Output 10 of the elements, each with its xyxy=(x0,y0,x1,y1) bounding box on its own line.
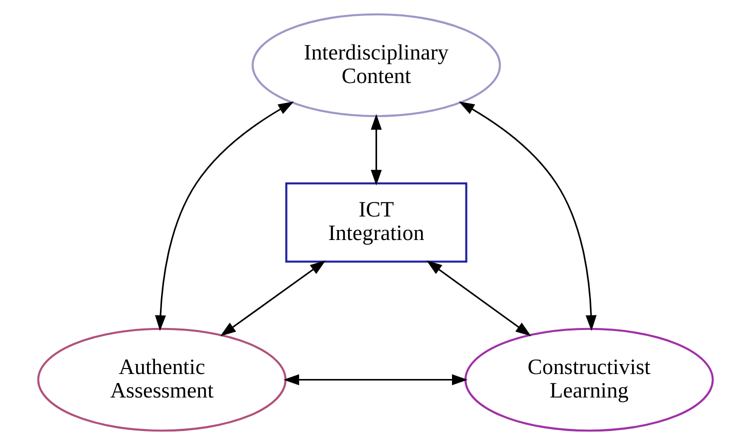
node-ellipse: Constructivist Learning xyxy=(464,328,714,432)
node-box: ICT Integration xyxy=(284,182,467,263)
node-ellipse: Authentic Assessment xyxy=(36,328,286,432)
node-ellipse: Interdisciplinary Content xyxy=(251,13,500,118)
arrow xyxy=(220,260,326,336)
arrow xyxy=(458,101,596,331)
arrow xyxy=(154,102,294,331)
arrow xyxy=(426,260,531,336)
arrow xyxy=(282,374,468,386)
arrow xyxy=(370,114,382,186)
